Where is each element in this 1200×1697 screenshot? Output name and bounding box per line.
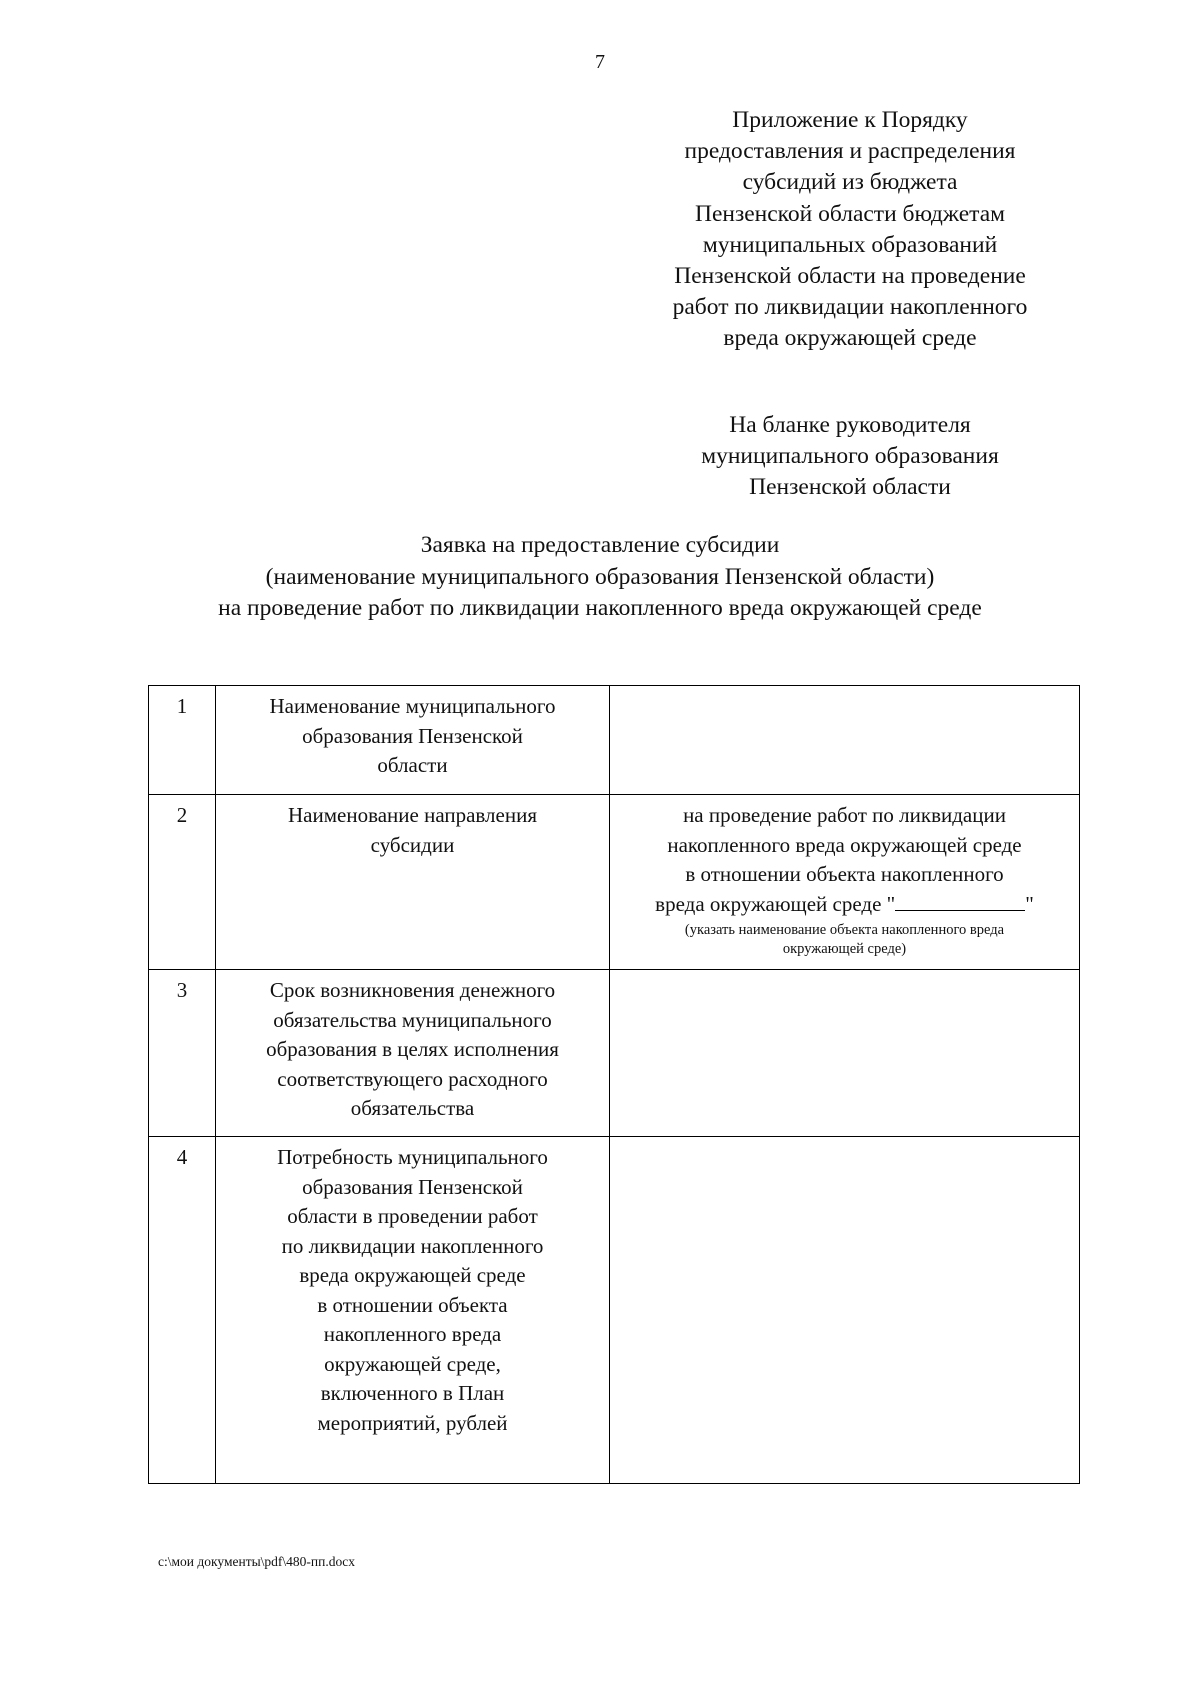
row-label-line: области (377, 753, 448, 777)
appendix-line: Пензенской области на проведение (674, 263, 1026, 290)
row-label-line: в отношении объекта (317, 1292, 508, 1317)
appendix-line: к Порядку (864, 107, 968, 133)
footer-file-path: c:\мои документы\pdf\480-пп.docx (158, 1554, 355, 1569)
row-label-line: Наименование муниципального (269, 694, 556, 718)
row-number-cell: 1 (148, 685, 216, 795)
row-label-cell: Потребность муниципального образования П… (215, 1136, 610, 1484)
appendix-line: субсидий из бюджета (742, 169, 958, 196)
row-number-cell: 2 (148, 794, 216, 970)
table-row: 3 Срок возникновения денежного обязатель… (148, 969, 1080, 1137)
row-value-line-with-blank: вреда окружающей среде " " (614, 890, 1075, 920)
row-value-line-tail: " (1025, 891, 1034, 916)
row-value-cell[interactable] (609, 685, 1080, 795)
table-row: 2 Наименование направления субсидии на п… (148, 794, 1080, 970)
appendix-line: работ по ликвидации накопленного (672, 294, 1028, 321)
row-label-line: по ликвидации накопленного (281, 1233, 544, 1258)
row-label-line: окружающей среде, (324, 1351, 501, 1376)
row-number-cell: 4 (148, 1136, 216, 1484)
row-label-line: обязательства муниципального (273, 1007, 552, 1032)
row-label-line: Наименование направления (288, 803, 537, 827)
row-value-cell[interactable] (609, 969, 1080, 1137)
appendix-line: вреда окружающей среде (723, 325, 977, 352)
row-label-line: вреда окружающей среде (299, 1263, 526, 1287)
appendix-line: Приложение (732, 107, 859, 133)
row-value-footnote-line: (указать наименование объекта накопленно… (684, 922, 1005, 938)
row-label-cell: Срок возникновения денежного обязательст… (215, 969, 610, 1137)
letterhead-note-block: На бланке руководителя муниципального об… (620, 410, 1080, 504)
table-row: 4 Потребность муниципального образования… (148, 1136, 1080, 1484)
row-label-line: включенного в План (320, 1381, 505, 1405)
document-title-line: на предоставление субсидии (492, 532, 780, 558)
letterhead-line: Пензенской области (749, 474, 951, 501)
appendix-line: предоставления и распределения (684, 138, 1016, 165)
row-label-line: образования Пензенской (302, 723, 523, 748)
fill-in-blank[interactable] (895, 909, 1026, 911)
row-label-line: Срок возникновения денежного (269, 978, 556, 1002)
appendix-line: Пензенской области бюджетам (694, 200, 1006, 227)
document-title-line: на проведение работ по ликвидации накопл… (218, 595, 982, 621)
appendix-reference-block: Приложение к Порядку предоставления и ра… (620, 105, 1080, 355)
row-label-line: области в проведении работ (287, 1204, 538, 1228)
row-label-line: обязательства (350, 1096, 475, 1120)
row-label-line: образования в целях исполнения (266, 1037, 559, 1061)
row-label-line: субсидии (370, 832, 455, 857)
row-value-cell[interactable] (609, 1136, 1080, 1484)
document-title: Заявка на предоставление субсидии (наиме… (100, 530, 1100, 625)
row-value-footnote: (указать наименование объекта накопленно… (614, 921, 1075, 959)
row-label-cell: Наименование муниципального образования … (215, 685, 610, 795)
row-label-line: мероприятий, рублей (317, 1410, 508, 1435)
appendix-line: муниципальных образований (702, 231, 998, 258)
page-number: 7 (595, 51, 605, 73)
row-number-cell: 3 (148, 969, 216, 1137)
row-label-line: накопленного вреда (323, 1322, 502, 1346)
document-title-line: (наименование муниципального образования… (265, 563, 935, 590)
row-value-line: в отношении объекта накопленного (685, 862, 1004, 886)
row-value-footnote-line: окружающей среде) (782, 941, 907, 957)
application-table: 1 Наименование муниципального образовани… (148, 685, 1080, 1484)
row-label-line: соответствующего расходного (277, 1066, 548, 1091)
row-label-cell: Наименование направления субсидии (215, 794, 610, 970)
row-value-line: на проведение работ по ликвидации (683, 803, 1006, 827)
letterhead-line: На бланке руководителя (729, 412, 971, 438)
row-value-cell[interactable]: на проведение работ по ликвидации накопл… (609, 794, 1080, 970)
row-value-line-text: вреда окружающей среде " (655, 891, 896, 916)
table-row: 1 Наименование муниципального образовани… (148, 685, 1080, 795)
row-value-line: накопленного вреда окружающей среде (667, 832, 1022, 857)
row-label-line: Потребность муниципального (277, 1145, 548, 1169)
document-title-line: Заявка (420, 532, 487, 558)
row-label-line: образования Пензенской (302, 1174, 523, 1199)
letterhead-line: муниципального образования (701, 443, 999, 470)
